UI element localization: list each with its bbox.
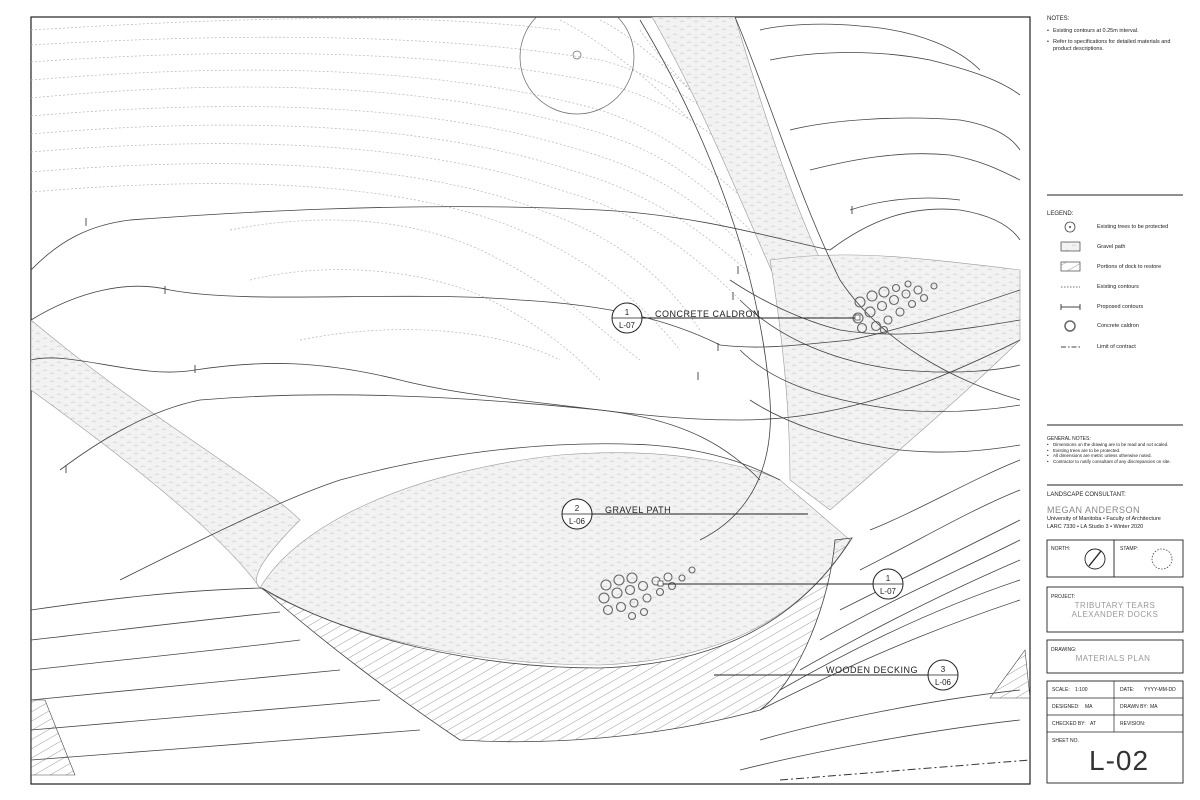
checked-value: AT	[1090, 721, 1097, 727]
callout-4-ref: L-06	[935, 678, 952, 687]
general-notes-title: GENERAL NOTES:	[1047, 436, 1091, 442]
legend-label-trees: Existing trees to be protected	[1097, 224, 1169, 230]
designed-value: MA	[1085, 704, 1093, 710]
general-note-item: All dimensions are metric unless otherwi…	[1047, 453, 1192, 459]
contour-ticks	[65, 206, 853, 473]
stamp-label: STAMP:	[1120, 546, 1139, 552]
hatch-swatch	[1060, 261, 1081, 272]
existing-contours	[31, 18, 753, 381]
callout-1-label: CONCRETE CALDRON	[655, 309, 760, 319]
designed-label: DESIGNED:	[1052, 704, 1080, 710]
legend-label-caldron: Concrete caldron	[1097, 323, 1139, 329]
wooden-decking	[261, 537, 853, 743]
callout-2-num: 2	[575, 504, 580, 513]
general-note-item: Contractor to notify consultant of any d…	[1047, 459, 1192, 465]
project-line-1: TRIBUTARY TEARS	[1074, 601, 1156, 610]
stamp-circle-icon	[1151, 548, 1173, 570]
legend-label-existing-contours: Existing contours	[1097, 284, 1139, 290]
consultant-line-1: University of Manitoba • Faculty of Arch…	[1047, 516, 1161, 522]
revision-label: REVISION:	[1120, 721, 1146, 727]
general-notes-list: Dimensions on the drawing are to be read…	[1047, 442, 1192, 464]
callout-3	[657, 568, 904, 600]
callout-2	[561, 498, 808, 530]
tree-icon	[1064, 221, 1076, 233]
north-label: NORTH:	[1051, 546, 1071, 552]
callout-4-label: WOODEN DECKING	[826, 665, 918, 675]
legend-label-proposed-contours: Proposed contours	[1097, 304, 1144, 310]
consultant-line-2: LARC 7330 • LA Studio 3 • Winter 2020	[1047, 524, 1144, 530]
legend-symbols	[1060, 221, 1081, 348]
consultant-title: LANDSCAPE CONSULTANT:	[1047, 492, 1126, 498]
legend-label-dock: Portions of dock to restore	[1097, 264, 1162, 270]
notes-title: NOTES:	[1047, 16, 1070, 22]
legend-label-gravel: Gravel path	[1097, 244, 1126, 250]
limit-of-contract-line	[779, 759, 1030, 781]
consultant-name: MEGAN ANDERSON	[1047, 505, 1141, 515]
callout-1-ref: L-07	[619, 321, 636, 330]
callout-1-num: 1	[625, 308, 630, 317]
note-item: Existing contours at 0.25m interval.	[1047, 28, 1187, 35]
scale-label: SCALE:	[1052, 687, 1070, 693]
concrete-caldron-cluster-lower	[598, 566, 696, 621]
callout-1	[611, 302, 861, 334]
drawn-label: DRAWN BY:	[1120, 704, 1148, 710]
north-arrow-icon	[1084, 548, 1106, 570]
project-label: PROJECT:	[1051, 594, 1076, 600]
legend-label-limit: Limit of contract	[1097, 344, 1136, 350]
decking-edge-right	[989, 649, 1030, 699]
scale-value: 1:100	[1075, 687, 1088, 693]
gravel-path-left	[31, 319, 301, 589]
sheet-number: L-02	[1089, 745, 1150, 776]
drawn-value: MA	[1150, 704, 1158, 710]
note-item: Refer to specifications for detailed mat…	[1047, 39, 1187, 53]
legend-title: LEGEND:	[1047, 211, 1074, 217]
callout-3-ref: L-07	[880, 587, 897, 596]
general-note-item: Dimensions on the drawing are to be read…	[1047, 442, 1192, 448]
notes-list: Existing contours at 0.25m interval. Ref…	[1047, 28, 1187, 57]
sheet-label: SHEET NO.	[1052, 738, 1079, 744]
drawing-value: MATERIALS PLAN	[1075, 654, 1151, 663]
callout-2-ref: L-06	[569, 517, 586, 526]
existing-tree-canopy	[519, 17, 635, 115]
drawing-label: DRAWING:	[1051, 647, 1077, 653]
checked-label: CHECKED BY:	[1052, 721, 1086, 727]
existing-tree-trunk	[572, 50, 582, 60]
gravel-swatch	[1060, 241, 1081, 252]
callout-2-label: GRAVEL PATH	[605, 505, 671, 515]
callout-3-num: 1	[886, 574, 891, 583]
decking-edge-left	[31, 699, 76, 776]
circle-icon	[1064, 320, 1076, 332]
project-line-2: ALEXANDER DOCKS	[1071, 610, 1159, 619]
date-value: YYYY-MM-DD	[1144, 687, 1176, 693]
title-block-frame	[1046, 194, 1184, 784]
date-label: DATE:	[1120, 687, 1135, 693]
proposed-contours	[31, 17, 1021, 771]
concrete-caldron-cluster-upper	[852, 280, 938, 335]
callout-4-num: 3	[941, 665, 946, 674]
general-note-item: Existing trees are to be protected.	[1047, 448, 1192, 454]
callout-4	[714, 659, 959, 691]
